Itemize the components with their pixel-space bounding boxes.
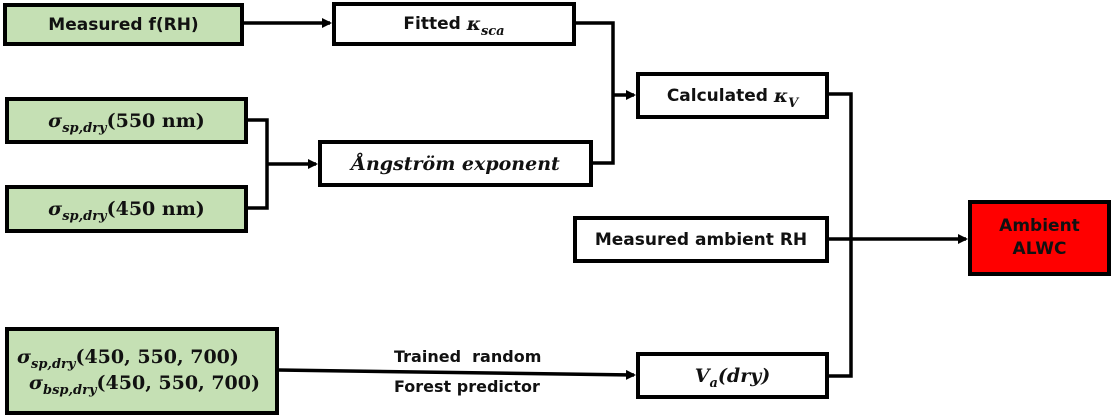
kappa-v-symbol: κ: [773, 84, 789, 107]
rf-label-line1: Trained random: [394, 347, 542, 366]
sigma-subscript: bsp,dry: [43, 383, 97, 398]
sigma-subscript: sp,dry: [62, 209, 107, 224]
va-symbol: V: [694, 364, 710, 387]
sigma-symbol: σ: [48, 198, 63, 220]
measured-frh-box: Measured f(RH): [3, 3, 244, 46]
measured-frh-label: Measured f(RH): [48, 14, 199, 35]
fitted-kappa-prefix: Fitted: [403, 14, 467, 34]
rf-input-arg: (450, 550, 700): [96, 372, 260, 394]
sigma-subscript: sp,dry: [31, 357, 76, 373]
edge-output-bracket: [828, 92, 853, 378]
edge-sigma-bracket: [247, 118, 269, 210]
fitted-kappa-box: Fitted κsca: [332, 2, 576, 46]
kappa-symbol: κ: [466, 13, 481, 35]
measured-rh-label: Measured ambient RH: [594, 229, 808, 250]
angstrom-label: Ångström exponent: [351, 152, 560, 175]
ambient-alwc-box: Ambient ALWC: [968, 200, 1111, 276]
va-dry-box: Va(dry): [636, 352, 829, 399]
sigma-450-box: σsp,dry(450 nm): [5, 185, 248, 233]
angstrom-box: Ångström exponent: [318, 140, 593, 187]
sigma-550-box: σsp,dry(550 nm): [5, 97, 248, 144]
edge-fitted-bracket: [575, 21, 615, 165]
rf-label-line2: Forest predictor: [394, 377, 540, 396]
rf-input-arg: (450, 550, 700): [75, 346, 239, 369]
sigma-symbol: σ: [17, 346, 32, 369]
calculated-kappa-box: Calculated κV: [636, 72, 829, 119]
measured-rh-box: Measured ambient RH: [573, 216, 829, 263]
calculated-kappa-prefix: Calculated: [666, 85, 774, 106]
sigma-symbol: σ: [29, 372, 44, 394]
va-subscript: a: [709, 375, 718, 391]
kappa-v-subscript: V: [788, 95, 799, 111]
sigma-symbol: σ: [48, 109, 63, 132]
alwc-line2: ALWC: [1012, 239, 1067, 259]
alwc-line1: Ambient: [999, 216, 1080, 237]
va-arg: (dry): [717, 364, 771, 387]
edge-rf-to-va: [277, 368, 636, 380]
sigma-550-arg: (550 nm): [106, 109, 205, 132]
rf-inputs-box: σsp,dry(450, 550, 700) σbsp,dry(450, 550…: [5, 327, 279, 415]
sigma-450-arg: (450 nm): [106, 198, 205, 220]
kappa-subscript: sca: [480, 24, 505, 39]
sigma-subscript: sp,dry: [62, 120, 107, 136]
